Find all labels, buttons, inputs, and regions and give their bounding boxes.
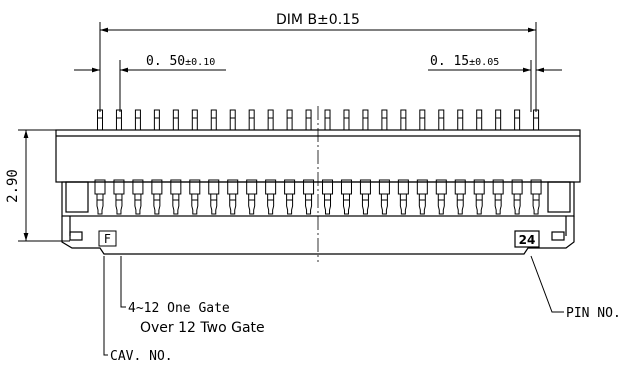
contact-pin [284,109,296,215]
contact-pin [322,109,334,215]
connector-body [55,129,581,255]
pin-width-label: 0. 15±0.05 [430,54,499,69]
height-dimension [18,129,70,242]
contact-pin [511,109,523,215]
contact-pin [492,109,504,215]
first-pin-mark-text: F [104,232,111,246]
contact-pin [170,109,182,215]
pin-width-value: 0. 15 [430,54,469,69]
gate-callout-line1: 4~12 One Gate [128,301,230,316]
pitch-tolerance: ±0.10 [185,57,215,68]
contact-pin [530,109,542,215]
contact-pin [151,109,163,215]
contact-pin [208,109,220,215]
gate-callout-line2: Over 12 Two Gate [140,320,265,336]
contact-pin [246,109,258,215]
contact-pin [340,109,352,215]
contact-pin [303,109,315,215]
contact-pins [94,109,542,215]
contact-pin [397,109,409,215]
contact-pin [265,109,277,215]
last-pin-marker: 24 [514,230,540,248]
contact-pin [227,109,239,215]
contact-pin [435,109,447,215]
contact-pin [473,109,485,215]
pin-width-dimension [428,60,562,112]
pitch-dimension [74,60,226,112]
cavity-number-callout: CAV. NO. [110,349,173,364]
pin-number-callout: PIN NO. [566,306,621,321]
overall-width-dimension [99,22,537,112]
pin-width-tolerance: ±0.05 [469,57,499,68]
contact-pin [94,109,106,215]
last-pin-number-text: 24 [519,233,536,247]
pitch-value: 0. 50 [146,54,185,69]
contact-pin [416,109,428,215]
contact-pin [113,109,125,215]
contact-pin [132,109,144,215]
height-label: 2.90 [5,169,21,203]
pitch-label: 0. 50±0.10 [146,54,215,69]
overall-width-label: DIM B±0.15 [276,12,360,28]
first-pin-marker: F [98,230,117,247]
contact-pin [454,109,466,215]
callout-leaders [103,255,564,356]
contact-pin [359,109,371,215]
contact-pin [378,109,390,215]
contact-pin [189,109,201,215]
